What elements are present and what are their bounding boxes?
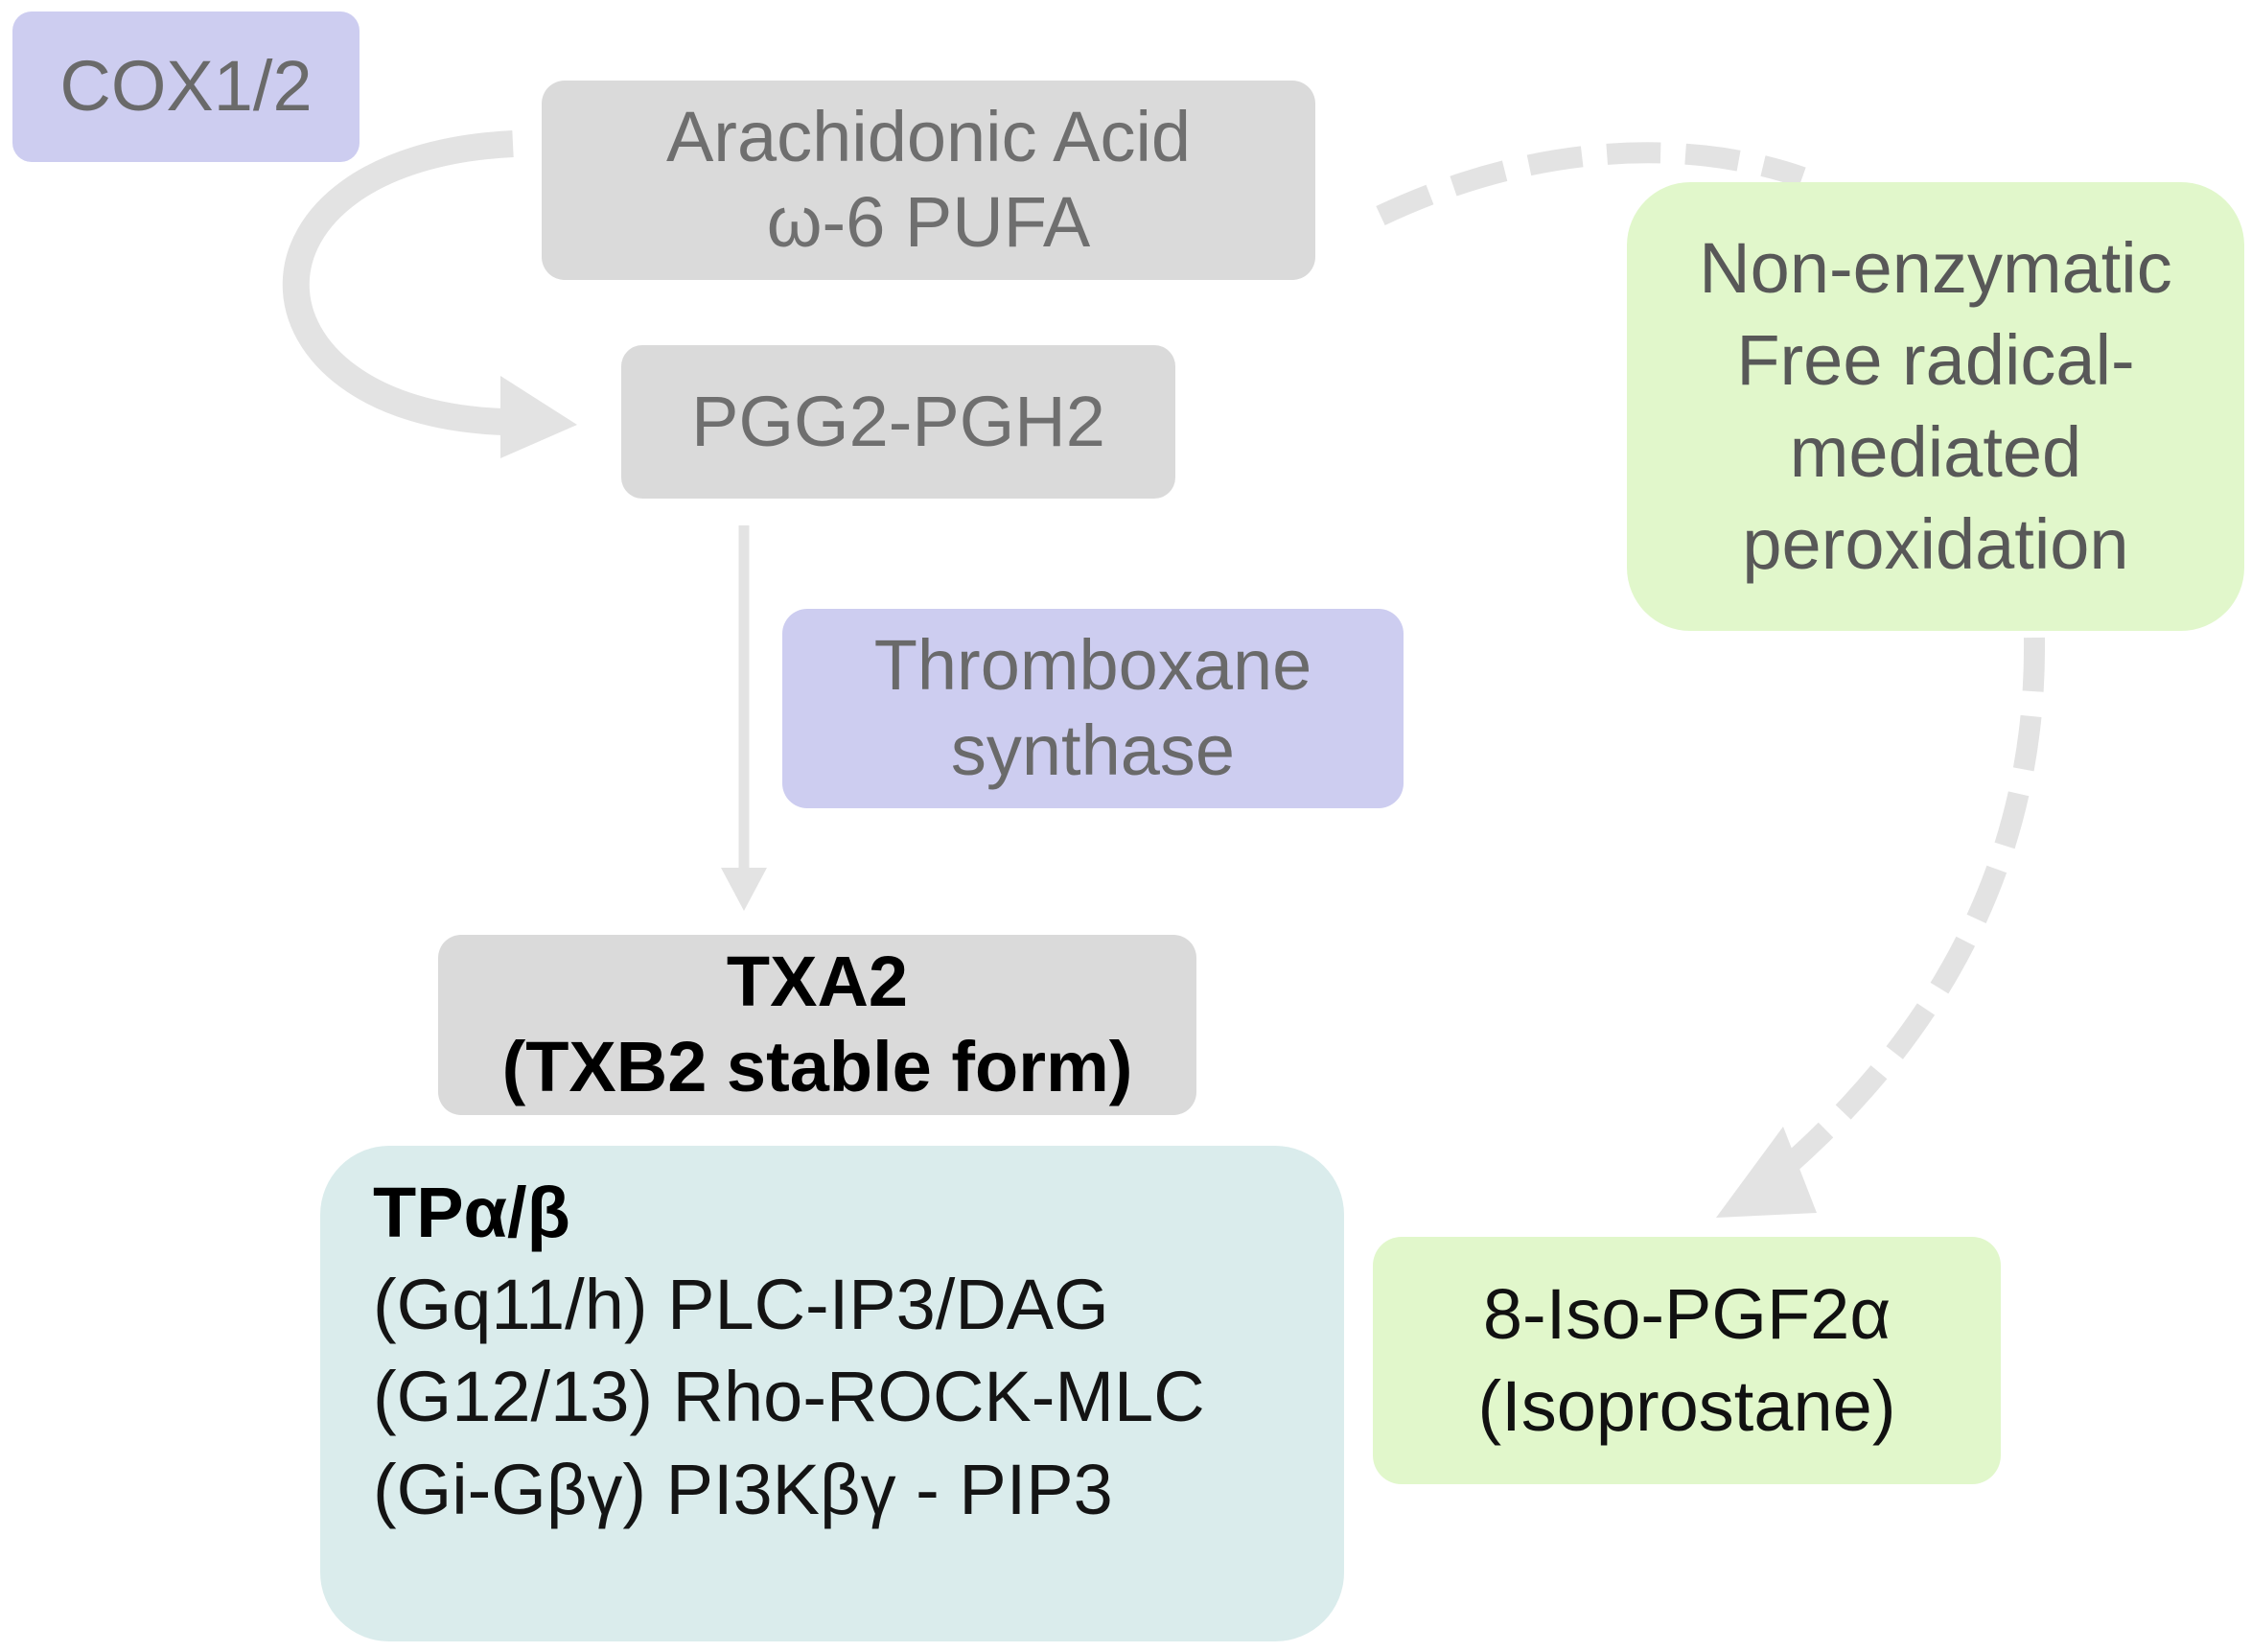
non-enzymatic-label: Non-enzymatic Free radical- mediated per… bbox=[1627, 182, 2244, 631]
arachidonic-line1: Arachidonic Acid bbox=[665, 97, 1192, 177]
pgg2-pgh2-node: PGG2-PGH2 bbox=[621, 345, 1175, 499]
cox-enzyme-label: COX1/2 bbox=[12, 12, 360, 162]
pgg-label: PGG2-PGH2 bbox=[691, 381, 1105, 461]
tp-line2: (G12/13) Rho-ROCK-MLC bbox=[373, 1357, 1205, 1437]
non-enzymatic-arrowhead bbox=[1716, 1127, 1817, 1218]
tp-receptor-node: TPα/β (Gq11/h) PLC-IP3/DAG (G12/13) Rho-… bbox=[320, 1146, 1344, 1641]
arachidonic-acid-node: Arachidonic Acid ω-6 PUFA bbox=[542, 81, 1315, 280]
non-enzymatic-dashed-descent bbox=[1775, 637, 2046, 1178]
txa2-node: TXA2 (TXB2 stable form) bbox=[438, 935, 1196, 1115]
txs-line2: synthase bbox=[950, 710, 1236, 790]
txa-line1: TXA2 bbox=[726, 942, 909, 1022]
cox-arrowhead bbox=[500, 376, 577, 458]
arachidonic-line2: ω-6 PUFA bbox=[766, 182, 1091, 262]
cox-label: COX1/2 bbox=[59, 46, 313, 127]
tp-line3: (Gi-Gβγ) PI3Kβγ - PIP3 bbox=[373, 1449, 1113, 1529]
tp-line1: (Gq11/h) PLC-IP3/DAG bbox=[373, 1265, 1109, 1345]
isoprostane-node: 8-Iso-PGF2α (Isoprostane) bbox=[1373, 1237, 2001, 1484]
txa-line2: (TXB2 stable form) bbox=[501, 1027, 1133, 1106]
nonenz-line1: Non-enzymatic bbox=[1699, 227, 2172, 308]
iso-line1: 8-Iso-PGF2α bbox=[1482, 1273, 1891, 1354]
txs-arrowhead bbox=[721, 868, 767, 911]
nonenz-line4: peroxidation bbox=[1742, 504, 2129, 585]
thromboxane-synthase-label: Thromboxane synthase bbox=[782, 609, 1404, 808]
non-enzymatic-dashed-arc bbox=[1376, 142, 1806, 225]
cox-curved-arrow bbox=[282, 130, 514, 435]
iso-line2: (Isoprostane) bbox=[1477, 1366, 1896, 1446]
txs-line1: Thromboxane bbox=[873, 625, 1312, 706]
tp-title: TPα/β bbox=[373, 1173, 570, 1252]
nonenz-line3: mediated bbox=[1789, 412, 2082, 492]
nonenz-line2: Free radical- bbox=[1736, 319, 2135, 400]
